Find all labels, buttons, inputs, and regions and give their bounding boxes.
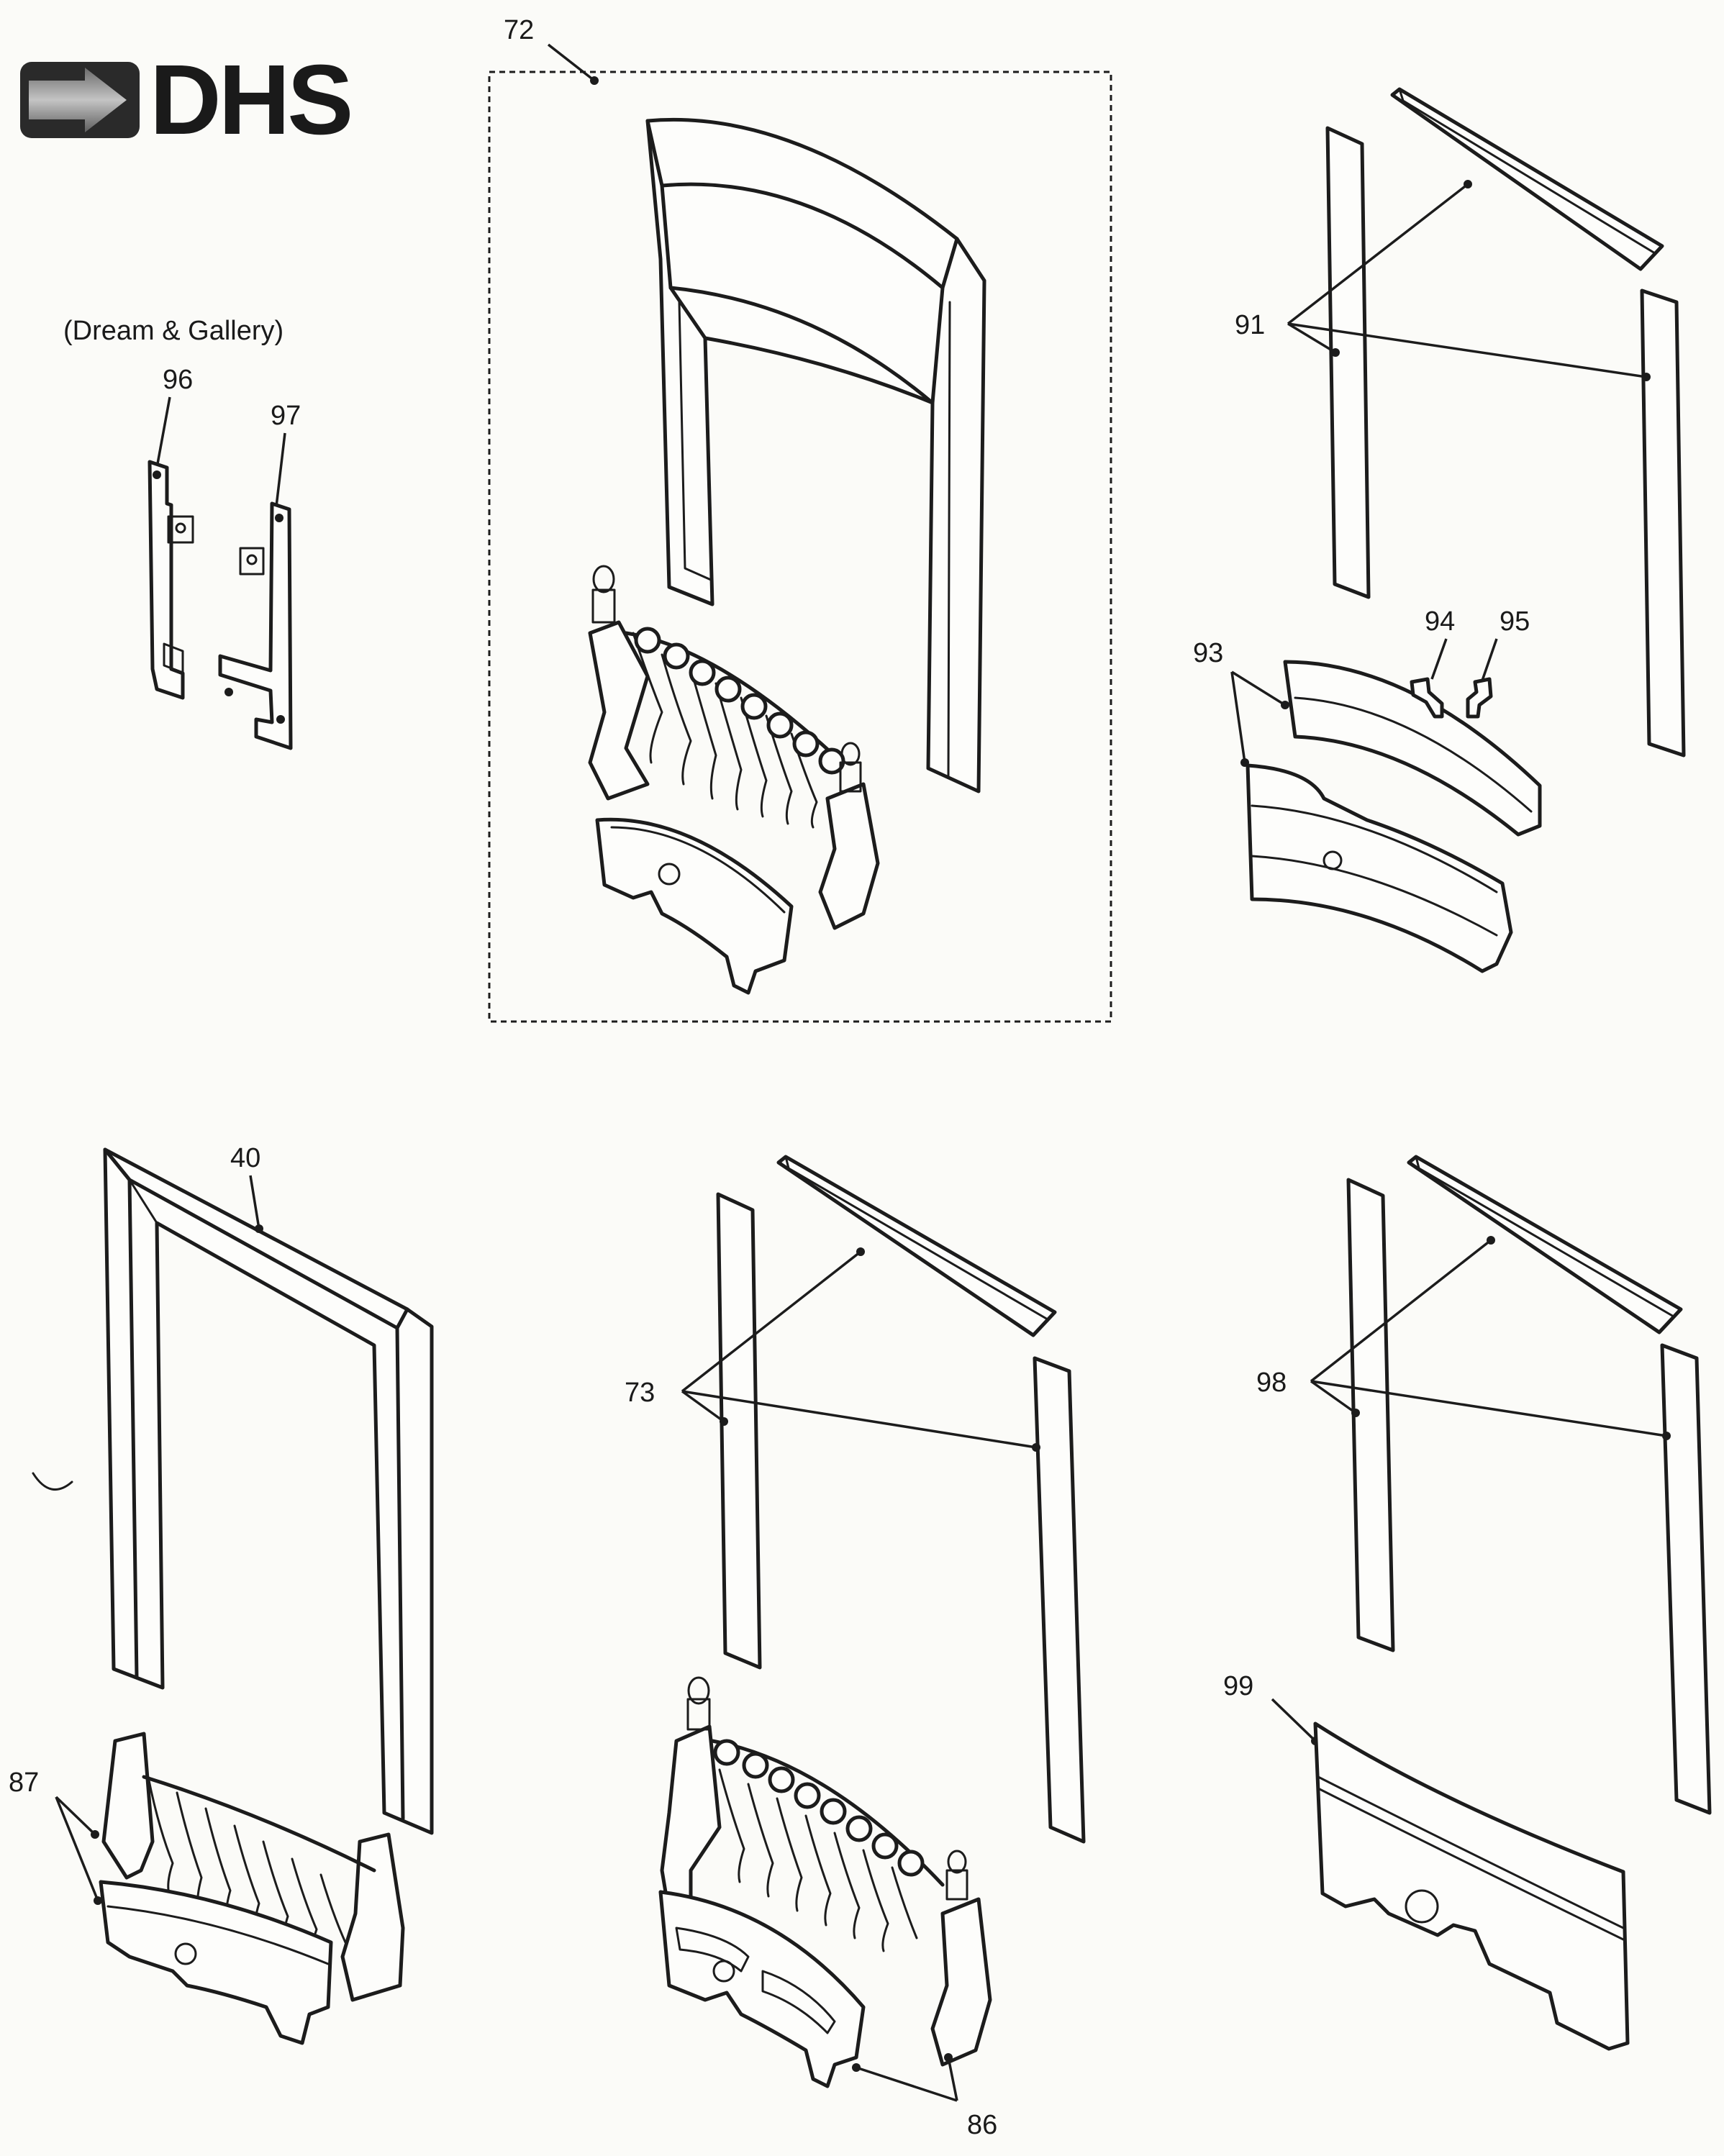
trim-left-98 xyxy=(1346,1178,1395,1652)
trim-top-73 xyxy=(776,1155,1057,1337)
callout-99: 99 xyxy=(1223,1671,1253,1701)
leader-72 xyxy=(547,43,596,82)
bracket-97 xyxy=(218,501,293,750)
scan-mark xyxy=(32,1472,73,1491)
part-96-97-group: (Dream & Gallery) 96 97 xyxy=(63,316,301,750)
callout-40: 40 xyxy=(230,1143,260,1173)
trim-left-91 xyxy=(1325,126,1371,599)
trim-left-73 xyxy=(716,1192,762,1670)
part-87-fret: 87 xyxy=(9,1732,405,2045)
trim-right-73 xyxy=(1033,1356,1086,1844)
part-40-frame: 40 xyxy=(32,1143,434,1835)
callout-87: 87 xyxy=(9,1768,39,1798)
part-98-trim-set: 98 xyxy=(1256,1155,1712,1815)
trim-right-98 xyxy=(1660,1343,1712,1815)
part-72-assembly: 72 xyxy=(488,15,1112,1023)
trim-right-91 xyxy=(1640,288,1686,758)
callout-93: 93 xyxy=(1193,638,1223,668)
callout-73: 73 xyxy=(625,1378,655,1408)
part-99-ashpan-front: 99 xyxy=(1223,1671,1630,2051)
part-93-94-95-group: 93 94 95 xyxy=(1193,606,1542,973)
dhs-logo: DHS xyxy=(20,45,353,155)
callout-94: 94 xyxy=(1425,606,1455,637)
trim-top-91 xyxy=(1390,87,1664,271)
fret-grate xyxy=(588,565,880,995)
callout-91: 91 xyxy=(1235,310,1265,340)
clip-95 xyxy=(1466,677,1493,719)
leader-96 xyxy=(155,396,171,468)
callout-97: 97 xyxy=(271,401,301,431)
callout-72: 72 xyxy=(504,15,534,45)
trim-top-98 xyxy=(1407,1155,1683,1334)
model-note: (Dream & Gallery) xyxy=(63,316,283,346)
clip-94 xyxy=(1410,677,1444,719)
arrow-icon xyxy=(29,68,127,132)
part-73-trim-set: 73 xyxy=(625,1155,1086,1844)
bracket-96 xyxy=(148,460,194,700)
leader-97 xyxy=(275,432,286,507)
logo-text: DHS xyxy=(150,45,350,155)
trim-bar-93-upper xyxy=(1283,660,1542,837)
callout-86: 86 xyxy=(967,2110,997,2140)
arched-frame xyxy=(645,117,986,793)
callout-98: 98 xyxy=(1256,1368,1287,1398)
trim-bar-93-lower xyxy=(1246,763,1513,973)
callout-96: 96 xyxy=(163,365,193,395)
part-91-trim-set: 91 xyxy=(1235,87,1686,758)
part-86-fret: 86 xyxy=(658,1676,997,2140)
callout-95: 95 xyxy=(1500,606,1530,637)
